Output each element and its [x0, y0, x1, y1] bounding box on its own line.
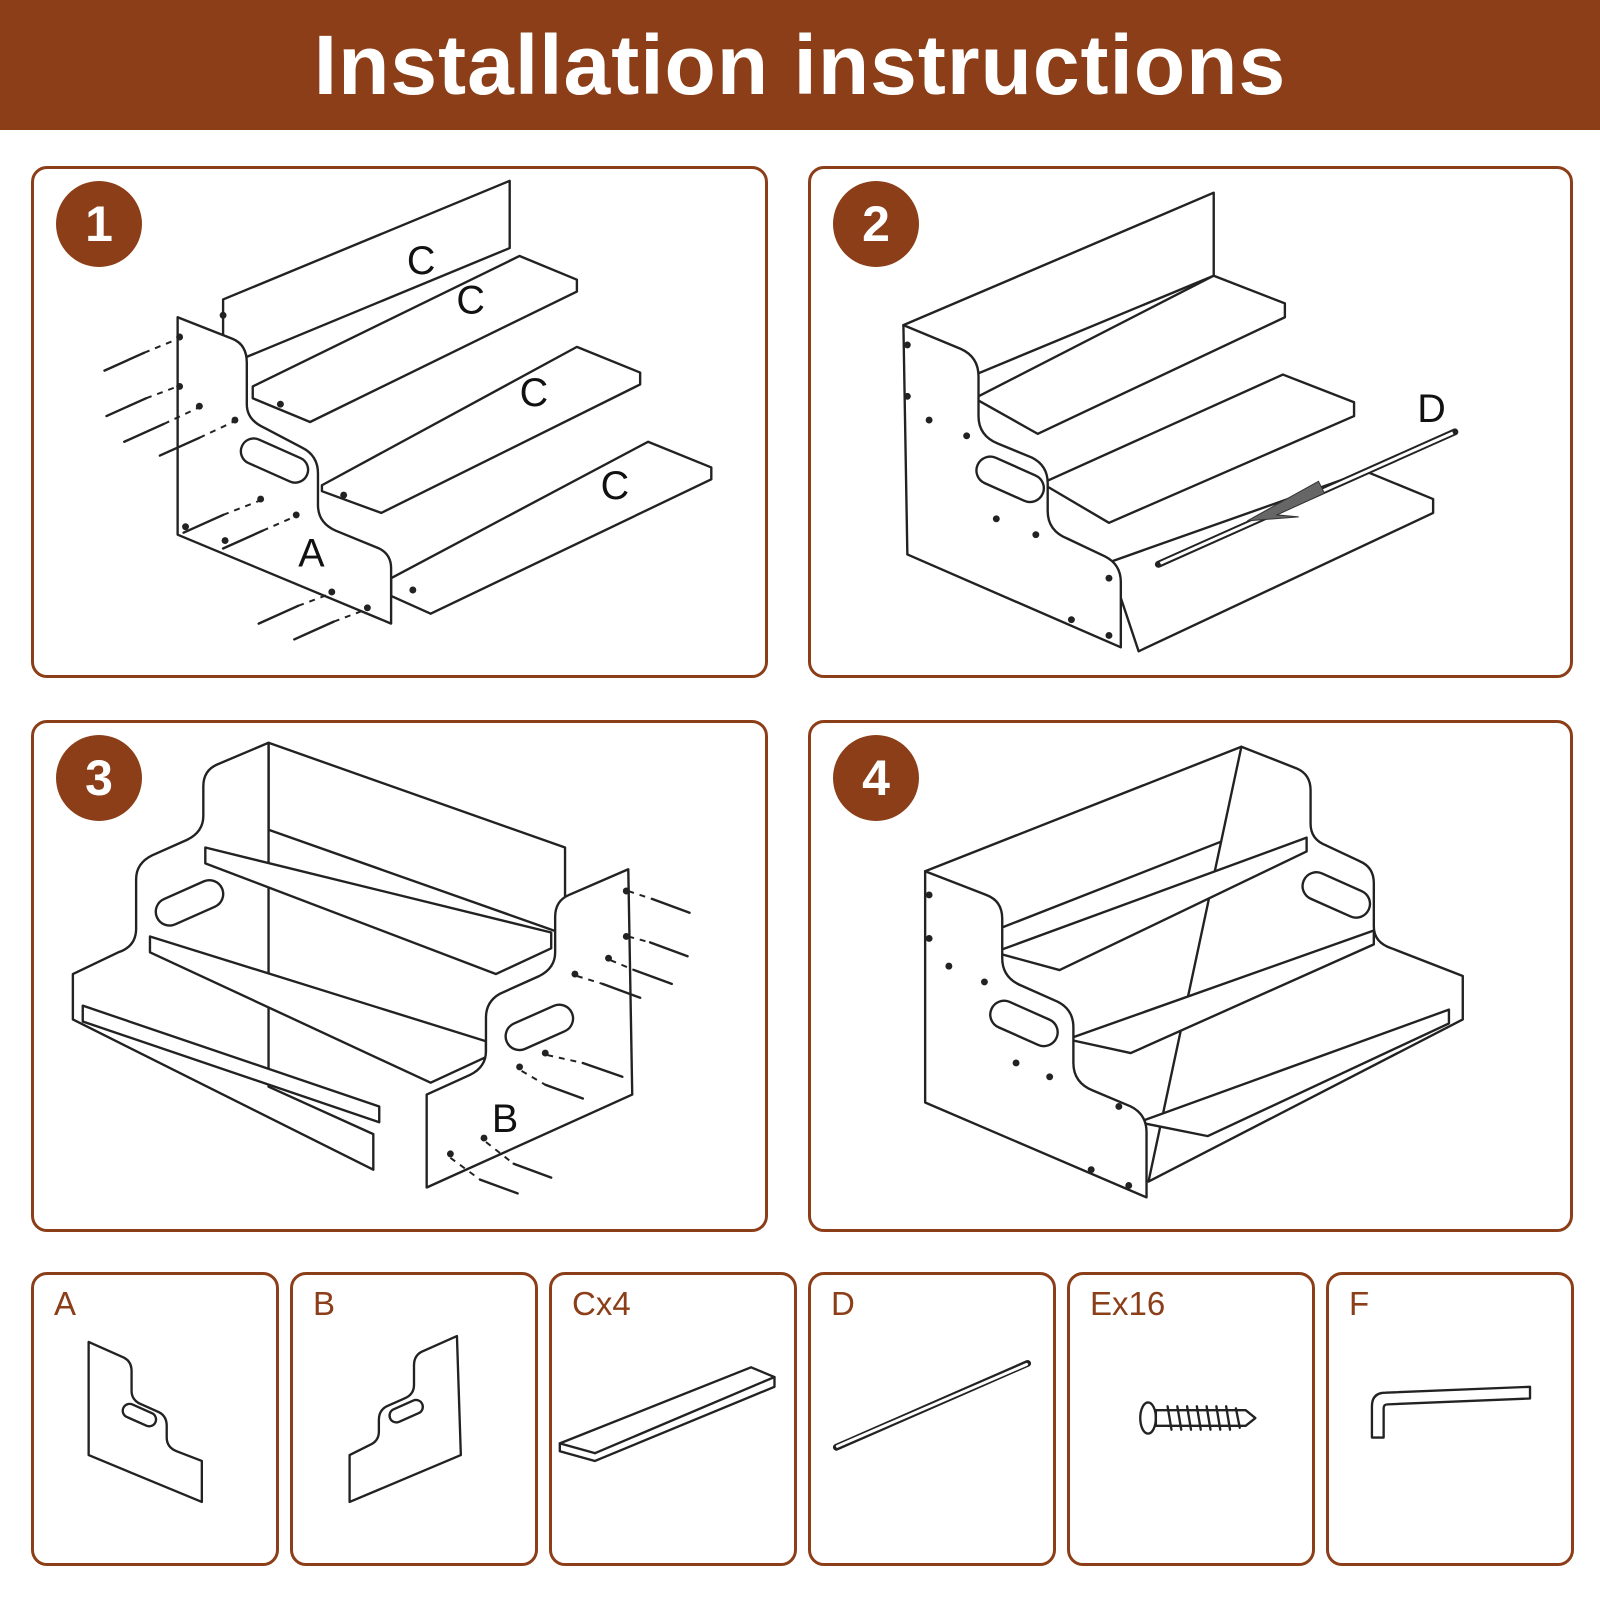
step-2-label-d: D	[1417, 387, 1446, 431]
part-d-panel: D	[808, 1272, 1056, 1566]
part-d-label: D	[831, 1285, 855, 1322]
step-2-diagram: D	[902, 191, 1459, 653]
step-3-diagram: B	[71, 741, 691, 1195]
step-1-label-a: A	[298, 531, 325, 575]
rod-icon	[832, 1359, 1032, 1451]
hex-key-icon	[1370, 1385, 1532, 1439]
part-b-label: B	[313, 1285, 336, 1322]
part-f-panel: F	[1326, 1272, 1574, 1566]
step-1-label-c4: C	[601, 464, 630, 508]
shelf-board-icon	[558, 1366, 776, 1463]
header-banner: Installation instructions	[0, 0, 1600, 130]
step-3-label-b: B	[492, 1097, 518, 1141]
screw-icon	[1139, 1401, 1257, 1435]
step-4-panel: 4	[808, 720, 1573, 1232]
step-1-label-c3: C	[520, 371, 549, 415]
step-1-label-c2: C	[456, 278, 485, 322]
page-title: Installation instructions	[313, 17, 1287, 112]
step-2-panel: D 2	[808, 166, 1573, 678]
step-3-badge: 3	[56, 735, 142, 821]
part-e-panel: Ex16	[1067, 1272, 1315, 1566]
part-e-label: Ex16	[1090, 1285, 1166, 1322]
part-f-label: F	[1349, 1285, 1370, 1322]
part-a-panel: A	[31, 1272, 279, 1566]
step-3-panel: B 3	[31, 720, 768, 1232]
step-1-diagram: C C C C A	[103, 179, 713, 641]
step-1-panel: C C C C A 1	[31, 166, 768, 678]
step-2-badge: 2	[833, 181, 919, 267]
part-a-label: A	[54, 1285, 77, 1322]
side-panel-left-icon	[87, 1340, 204, 1504]
part-c-label: Cx4	[572, 1285, 631, 1322]
step-4-badge: 4	[833, 735, 919, 821]
part-b-panel: B	[290, 1272, 538, 1566]
part-c-panel: Cx4	[549, 1272, 797, 1566]
step-1-label-c1: C	[407, 239, 436, 283]
step-4-diagram	[923, 745, 1464, 1199]
step-1-badge: 1	[56, 181, 142, 267]
side-panel-right-icon	[348, 1334, 463, 1504]
